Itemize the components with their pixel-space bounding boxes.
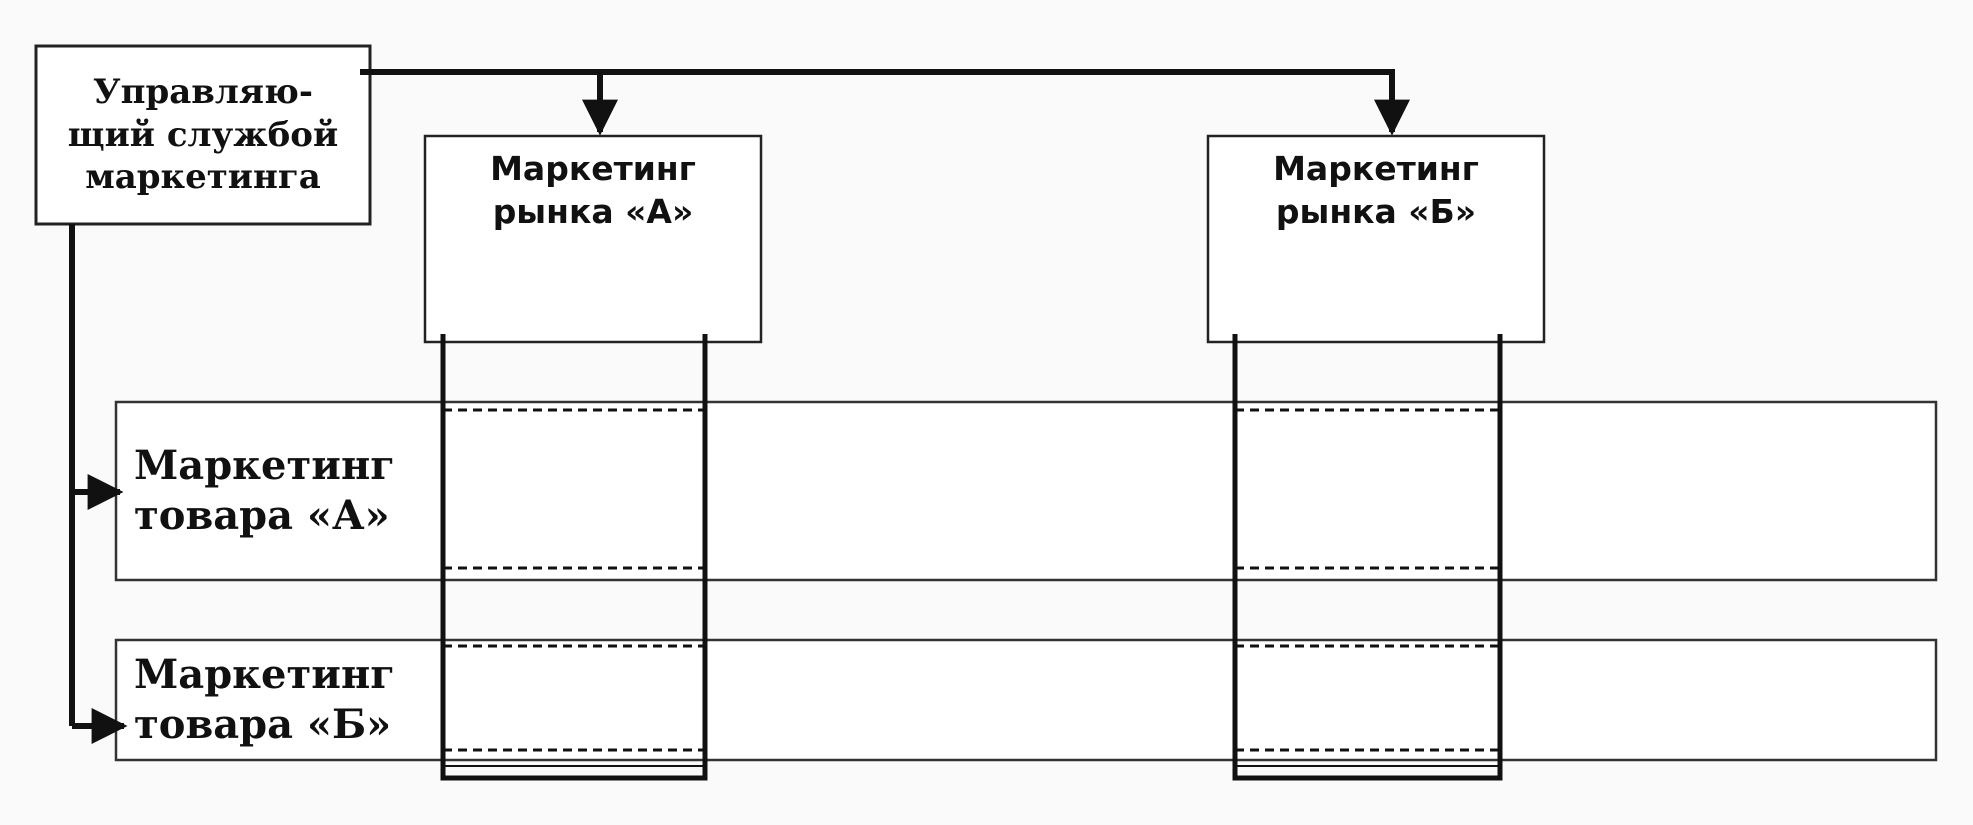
manager-label: Управляю- щий службой маркетинга (67, 72, 339, 198)
product-b-box (114, 638, 1938, 762)
manager-box (34, 44, 372, 226)
left-connector (69, 224, 128, 744)
product-b-label: Маркетинг товара «Б» (134, 651, 395, 748)
market-a-column (440, 334, 708, 781)
product-a-box (114, 400, 1938, 582)
product-a-label: Маркетинг товара «А» (134, 442, 395, 539)
market-b-label: Маркетинг рынка «Б» (1273, 149, 1479, 231)
market-b-column (1232, 334, 1503, 781)
market-b-box (1206, 134, 1546, 344)
market-a-label: Маркетинг рынка «А» (490, 149, 696, 231)
top-connector (360, 69, 1410, 136)
market-a-box (423, 134, 763, 344)
